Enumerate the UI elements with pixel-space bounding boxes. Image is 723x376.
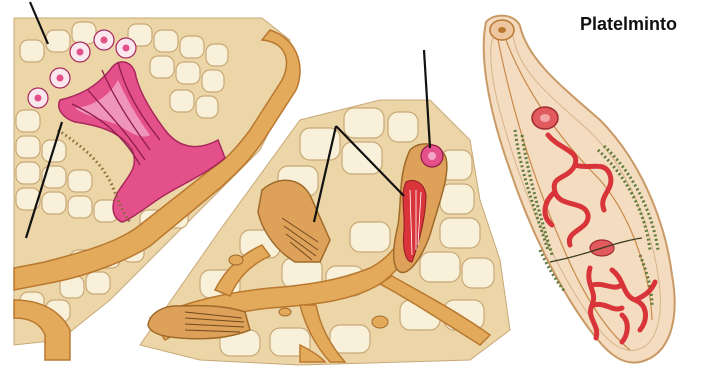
caption-label: Platelminto <box>580 12 720 36</box>
ventral-sucker-center <box>540 114 550 122</box>
middle-flame-cell-nucleolus <box>428 152 436 160</box>
caption-container: Platelminto <box>580 12 720 42</box>
middle-flame-cell-bottom-left <box>148 306 250 339</box>
oral-sucker-opening <box>498 27 506 33</box>
flatworm-panel <box>484 16 675 363</box>
